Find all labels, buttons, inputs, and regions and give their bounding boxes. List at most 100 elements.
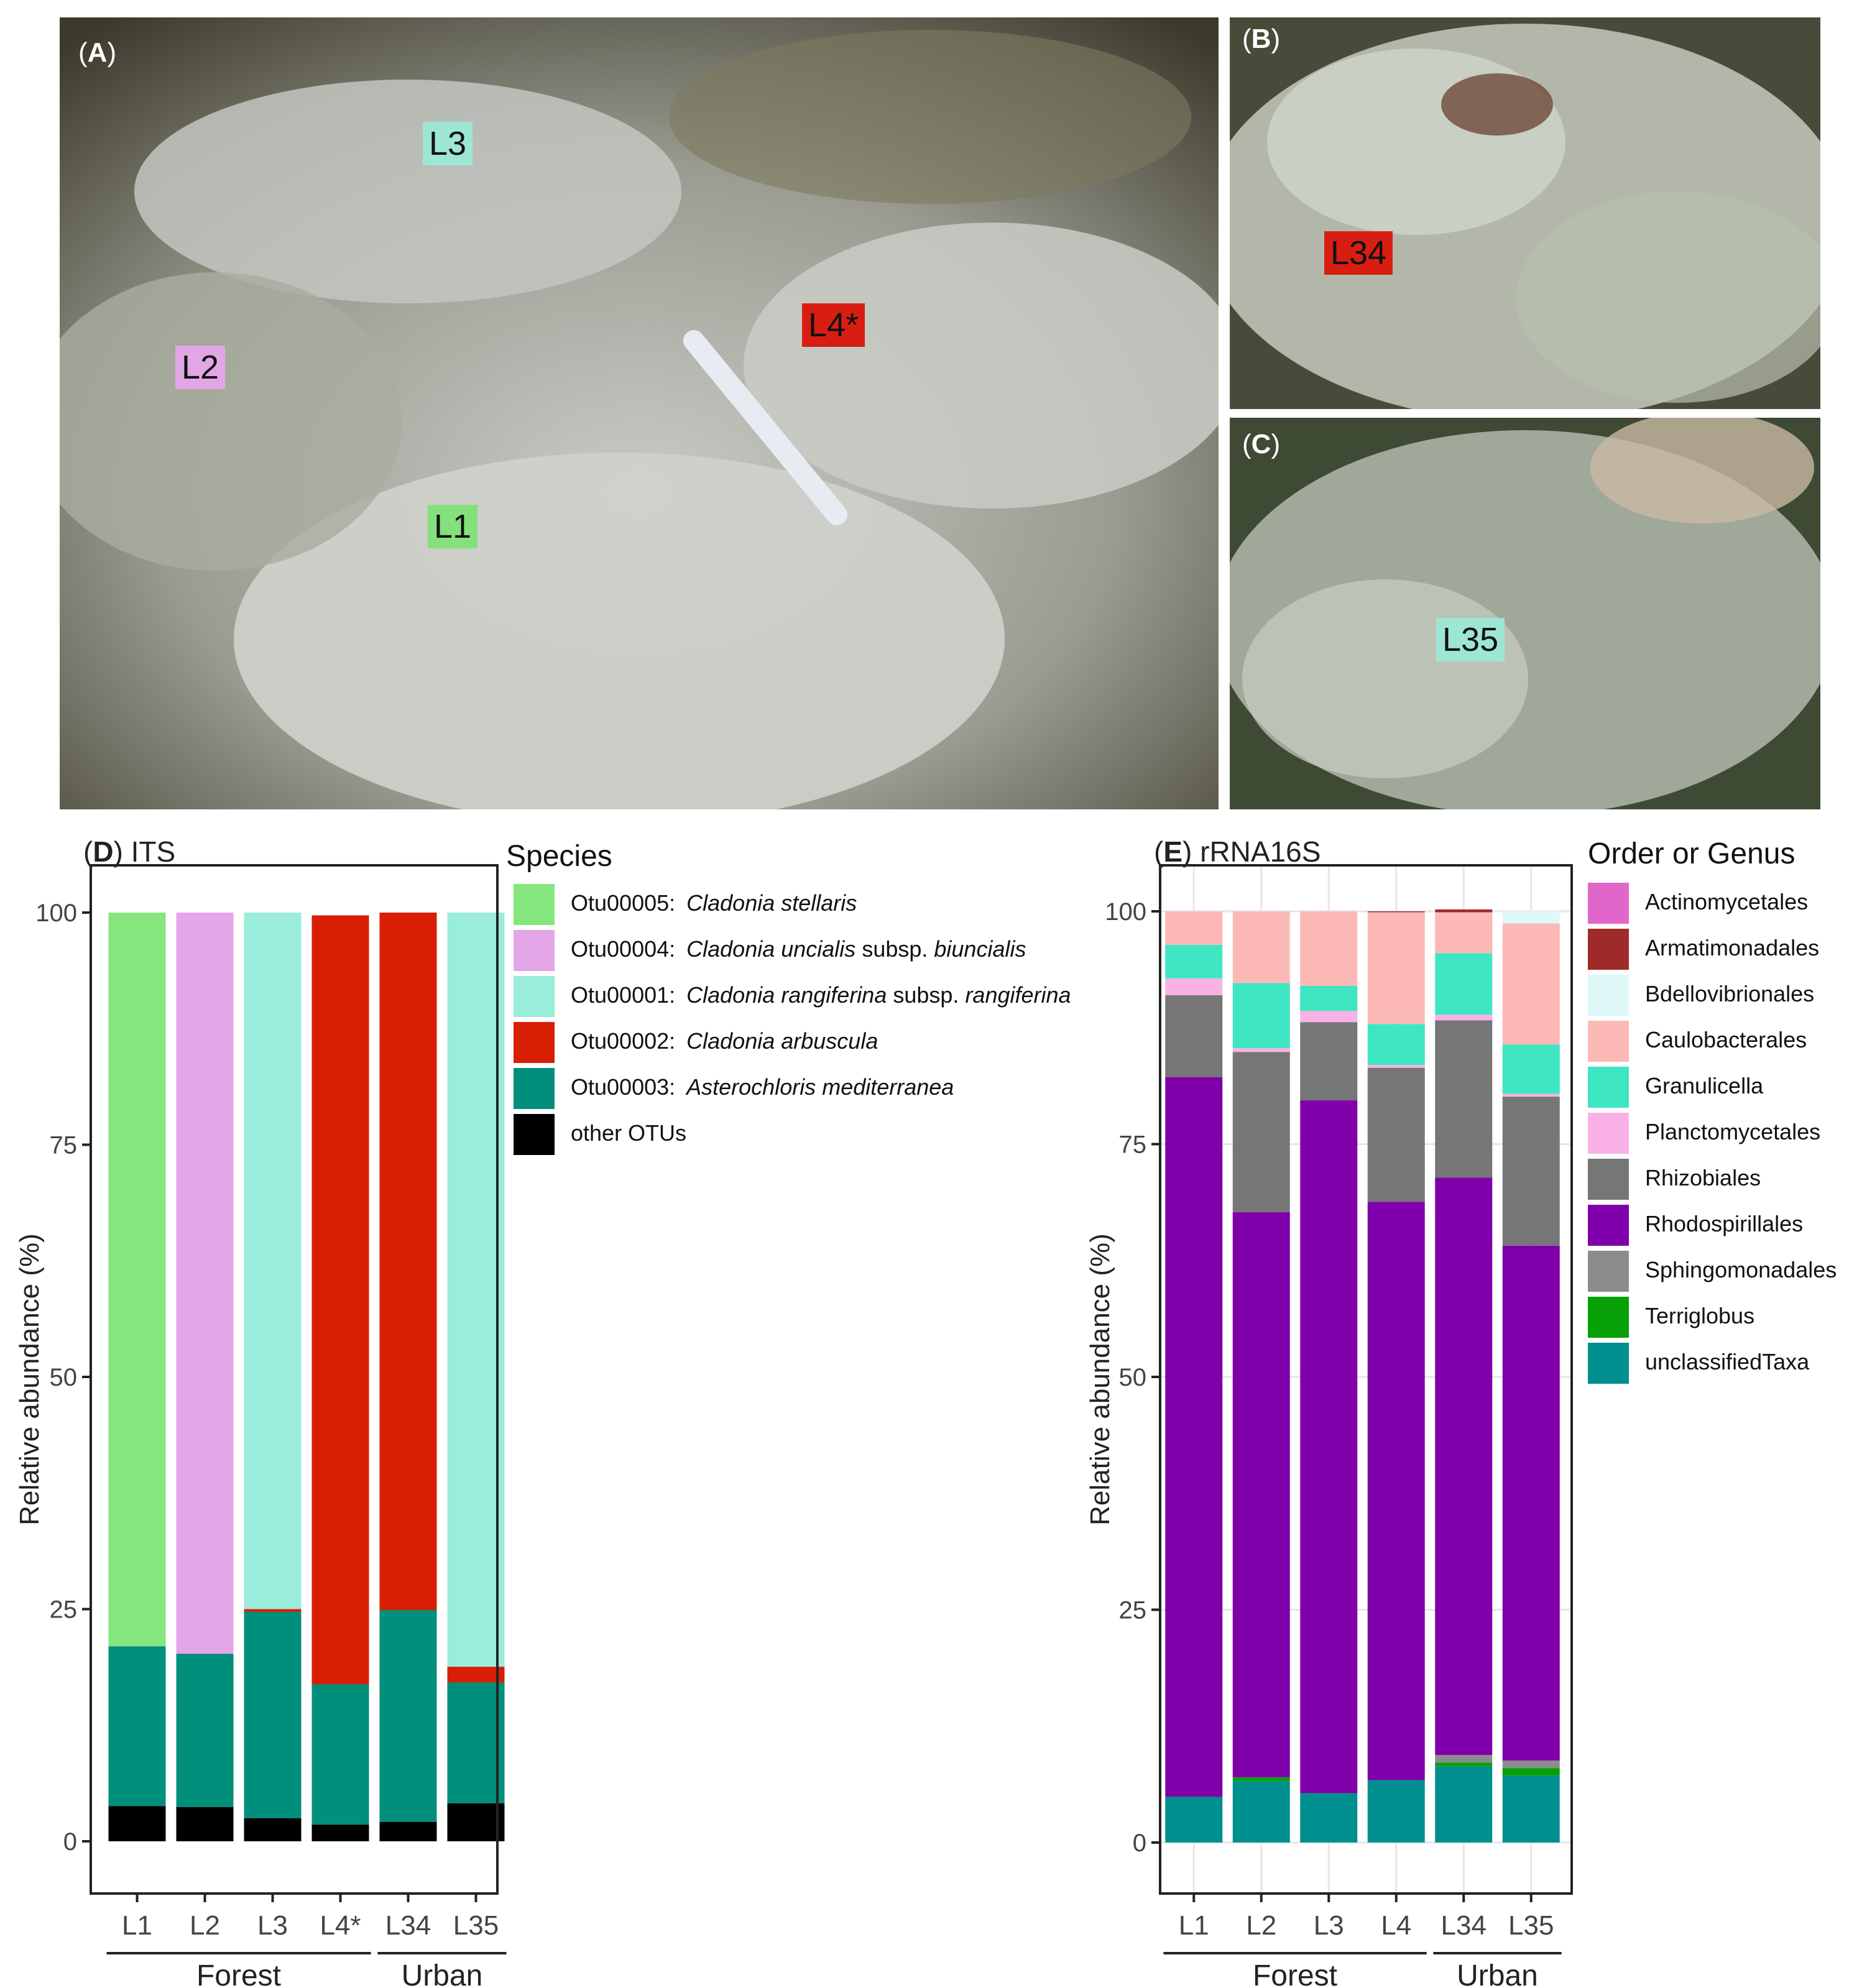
legend-species: Cladonia uncialis subsp. biuncialis (686, 936, 1026, 962)
sample-label-l34: L34 (1324, 231, 1393, 275)
bar-segment-its (379, 1609, 437, 1822)
bar-segment-16s (1232, 1212, 1290, 1778)
y-tick-label-its: 100 (35, 900, 77, 927)
bar-segment-16s (1232, 911, 1290, 983)
bar-segment-16s (1300, 1011, 1358, 1023)
legend-swatch (1588, 1067, 1629, 1108)
bar-segment-16s (1232, 1048, 1290, 1052)
panel-label-a: (A) (78, 37, 117, 68)
legend-swatch (514, 976, 555, 1017)
legend-label: Sphingomonadales (1645, 1257, 1837, 1282)
legend-label: Granulicella (1645, 1073, 1764, 1098)
plot-frame-16s (1159, 864, 1573, 1895)
legend-code: Otu00003: (571, 1074, 676, 1100)
legend-label: Otu00002: Cladonia arbuscula (571, 1028, 878, 1054)
legend-label: Otu00005: Cladonia stellaris (571, 890, 857, 916)
bar-segment-its (108, 1806, 166, 1841)
bar-segment-its (379, 913, 437, 1610)
sample-label-l4: L4* (802, 303, 865, 347)
x-tick-label-16s: L34 (1441, 1910, 1487, 1941)
photo-panel-a (60, 17, 1219, 809)
y-axis-title-16s: Relative abundance (%) (1085, 1233, 1115, 1526)
y-tick-label-16s: 0 (1133, 1829, 1146, 1857)
legend-swatch (514, 1068, 555, 1109)
bar-segment-16s (1300, 911, 1358, 986)
bar-segment-16s (1367, 912, 1425, 1024)
group-label-its: Urban (402, 1959, 483, 1988)
legend-swatch (1588, 1205, 1629, 1246)
legend-label: unclassifiedTaxa (1645, 1349, 1810, 1374)
bar-segment-16s (1232, 983, 1290, 1049)
legend-label: Otu00004: Cladonia uncialis subsp. biunc… (571, 936, 1026, 962)
bar-segment-16s (1300, 1022, 1358, 1101)
bar-segment-16s (1435, 1755, 1493, 1763)
bar-segment-16s (1502, 1775, 1560, 1843)
legend-swatch (514, 1114, 555, 1155)
legend-code: Otu00004: (571, 936, 676, 962)
y-tick-label-16s: 50 (1119, 1364, 1147, 1391)
group-label-16s: Forest (1253, 1959, 1337, 1988)
x-tick-label-its: L1 (122, 1910, 152, 1941)
legend-swatch (1588, 1021, 1629, 1062)
legend-swatch (1588, 883, 1629, 924)
bar-segment-16s (1165, 1797, 1223, 1843)
legend-label: other OTUs (571, 1120, 687, 1146)
legend-label: Actinomycetales (1645, 889, 1809, 914)
bar-segment-16s (1300, 1793, 1358, 1843)
bar-segment-16s (1502, 923, 1560, 1045)
legend-label: Bdellovibrionales (1645, 981, 1815, 1006)
y-tick-label-16s: 100 (1105, 898, 1146, 926)
y-tick-label-16s: 75 (1119, 1131, 1147, 1159)
legend-swatch (1588, 929, 1629, 970)
bar-segment-16s (1435, 953, 1493, 1015)
x-tick-label-16s: L4 (1381, 1910, 1411, 1941)
x-tick-label-16s: L1 (1179, 1910, 1209, 1941)
x-tick-label-16s: L35 (1508, 1910, 1554, 1941)
y-tick-label-16s: 25 (1119, 1597, 1147, 1624)
x-tick-label-its: L34 (385, 1910, 431, 1941)
legend-label: Otu00001: Cladonia rangiferina subsp. ra… (571, 982, 1071, 1008)
bar-segment-its (244, 913, 302, 1609)
plot-frame-its (90, 864, 499, 1895)
legend-species: Cladonia arbuscula (686, 1028, 878, 1054)
bar-segment-its (311, 1684, 369, 1825)
legend-code: Otu00001: (571, 982, 676, 1008)
bar-segment-16s (1502, 1093, 1560, 1097)
bar-segment-16s (1165, 978, 1223, 995)
photo-panel-c (1230, 418, 1820, 809)
bar-segment-its (311, 915, 369, 1685)
bar-segment-16s (1502, 1097, 1560, 1246)
bar-segment-its (447, 1667, 505, 1683)
bar-segment-16s (1232, 1781, 1290, 1843)
legend-label: Terriglobus (1645, 1303, 1755, 1328)
bar-segment-its (244, 1818, 302, 1841)
panel-label-b: (B) (1242, 24, 1281, 54)
legend-swatch (1588, 1159, 1629, 1200)
bar-segment-its (244, 1611, 302, 1818)
bar-segment-16s (1367, 1067, 1425, 1202)
bar-segment-its (447, 1803, 505, 1841)
bar-segment-its (176, 913, 234, 1654)
bar-segment-its (108, 1646, 166, 1806)
y-axis-title-its: Relative abundance (%) (14, 1233, 45, 1526)
bar-segment-its (447, 913, 505, 1667)
photo-panel-b (1230, 17, 1820, 409)
legend-label: Rhodospirillales (1645, 1211, 1804, 1236)
legend-species: Cladonia stellaris (686, 890, 857, 916)
x-tick-label-its: L2 (190, 1910, 220, 1941)
y-tick-label-its: 25 (50, 1596, 78, 1624)
legend-species: Cladonia rangiferina subsp. rangiferina (686, 982, 1071, 1008)
panel-label-c: (C) (1242, 429, 1281, 459)
bar-segment-its (244, 1609, 302, 1612)
legend-species: Asterochloris mediterranea (686, 1074, 954, 1100)
x-tick-label-its: L35 (453, 1910, 499, 1941)
bar-segment-16s (1232, 1777, 1290, 1782)
bar-segment-its (311, 1825, 369, 1841)
group-label-16s: Urban (1457, 1959, 1538, 1988)
legend-title-16s: Order or Genus (1588, 837, 1796, 870)
bar-segment-16s (1367, 1202, 1425, 1780)
bar-segment-16s (1435, 912, 1493, 954)
bar-segment-16s (1367, 1780, 1425, 1843)
legend-swatch (1588, 1113, 1629, 1154)
